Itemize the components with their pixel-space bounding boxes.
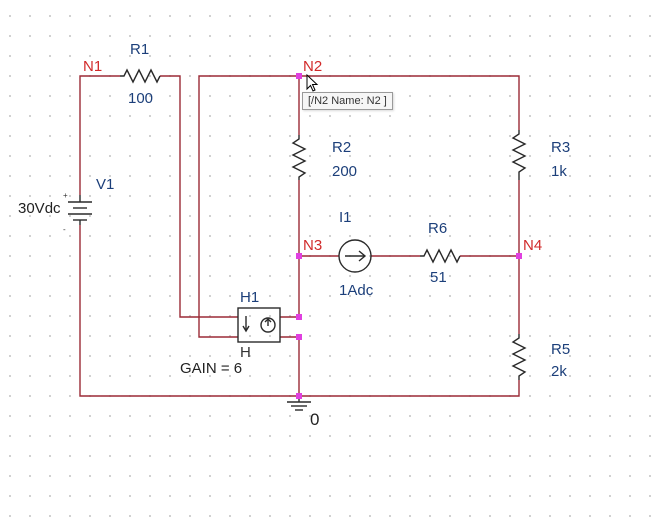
resistor-r1[interactable] (120, 68, 161, 84)
net-label-n4[interactable]: N4 (523, 237, 542, 254)
r3-value[interactable]: 1k (551, 163, 567, 180)
node-dot-n3 (296, 253, 302, 259)
svg-text:-: - (63, 225, 66, 234)
resistor-r5[interactable] (511, 334, 527, 380)
wire-h1-gnd[interactable] (280, 336, 300, 396)
node-dot-n2 (296, 73, 302, 79)
mouse-cursor-icon (306, 74, 319, 92)
h1-ref[interactable]: H1 (240, 289, 259, 306)
v1-value[interactable]: 30Vdc (18, 200, 61, 217)
h1-sub[interactable]: H (240, 344, 251, 361)
voltage-source-v1[interactable]: + - (63, 191, 92, 234)
i1-ref[interactable]: I1 (339, 209, 352, 226)
r2-value[interactable]: 200 (332, 163, 357, 180)
node-dot-h1-top (296, 314, 302, 320)
node-dot-gnd (296, 393, 302, 399)
net-label-n3[interactable]: N3 (303, 237, 322, 254)
r1-ref[interactable]: R1 (130, 41, 149, 58)
wires (79, 75, 520, 397)
net-tooltip: [/N2 Name: N2 ] (302, 92, 393, 110)
resistor-r3[interactable] (511, 130, 527, 180)
ccvs-h1[interactable] (237, 307, 281, 343)
net-label-n1[interactable]: N1 (83, 58, 102, 75)
wire-n1-v1[interactable] (79, 75, 120, 195)
wire-n2-h1[interactable] (198, 75, 299, 338)
net-label-n2[interactable]: N2 (303, 58, 322, 75)
resistor-r2[interactable] (291, 135, 307, 180)
r6-value[interactable]: 51 (430, 269, 447, 286)
svg-text:+: + (63, 191, 68, 200)
node-dots (296, 73, 522, 399)
r5-ref[interactable]: R5 (551, 341, 570, 358)
r6-ref[interactable]: R6 (428, 220, 447, 237)
wire-r1-h1[interactable] (160, 75, 238, 318)
h1-gain[interactable]: GAIN = 6 (180, 360, 242, 377)
wire-n2-r3[interactable] (299, 75, 520, 130)
wire-v1-bottom[interactable] (79, 225, 299, 397)
r3-ref[interactable]: R3 (551, 139, 570, 156)
wire-n3-h1[interactable] (280, 256, 300, 318)
r2-ref[interactable]: R2 (332, 139, 351, 156)
v1-ref[interactable]: V1 (96, 176, 114, 193)
node-dot-h1-bottom (296, 334, 302, 340)
r1-value[interactable]: 100 (128, 90, 153, 107)
r5-value[interactable]: 2k (551, 363, 567, 380)
resistor-r6[interactable] (420, 248, 461, 264)
net-label-ground[interactable]: 0 (310, 410, 319, 429)
current-source-i1[interactable] (338, 239, 372, 273)
node-dot-n4 (516, 253, 522, 259)
i1-value[interactable]: 1Adc (339, 282, 374, 299)
wire-r5-bottom[interactable] (299, 380, 520, 397)
